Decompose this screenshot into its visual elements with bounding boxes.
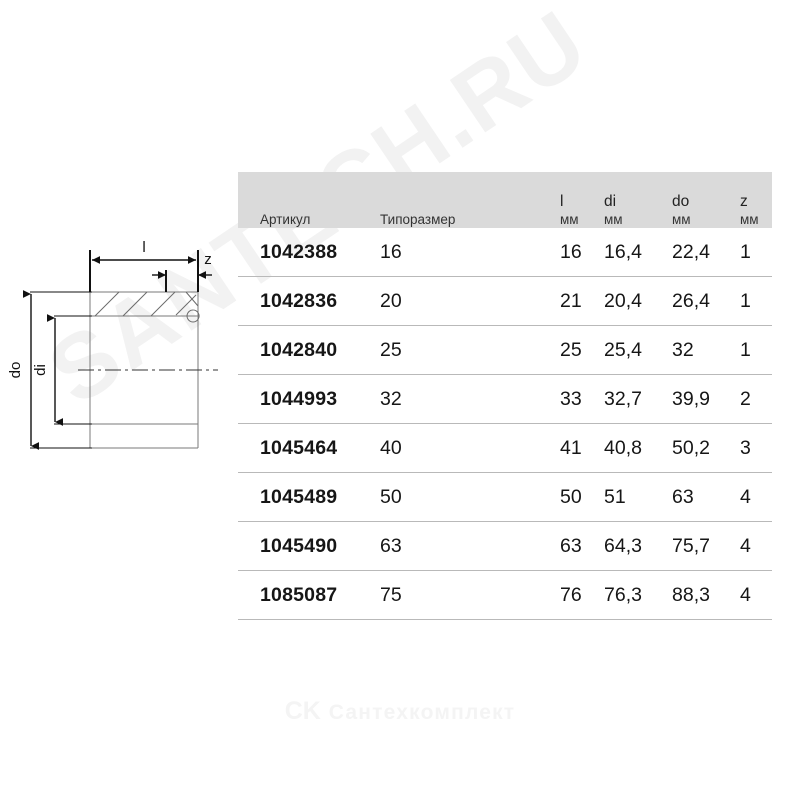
cell-l: 25 [560,325,604,375]
cell-article: 1042836 [238,276,380,326]
dimension-label-di: di [32,364,49,376]
cell-do: 75,7 [672,521,740,571]
column-header-di: di мм [604,172,672,228]
column-symbol-article [260,193,380,212]
column-label-size: Типоразмер [380,212,456,228]
technical-drawing: l z do di [0,188,236,472]
cell-z: 1 [740,276,772,326]
cell-size: 25 [380,325,560,375]
cell-do: 63 [672,472,740,522]
bottom-watermark: CK Сантехкомплект [0,697,800,726]
column-header-article: Артикул [238,172,380,228]
cell-l: 33 [560,374,604,424]
column-header-do: do мм [672,172,740,228]
column-header-l: l мм [560,172,604,228]
cell-article: 1085087 [238,570,380,620]
cell-size: 32 [380,374,560,424]
cell-do: 26,4 [672,276,740,326]
cell-z: 1 [740,228,772,277]
cell-z: 2 [740,374,772,424]
cell-do: 39,9 [672,374,740,424]
column-unit-di: мм [604,212,623,228]
specification-table: Артикул Типоразмер l мм di мм do мм [238,172,772,620]
cell-l: 41 [560,423,604,473]
company-name-text: Сантехкомплект [328,701,516,724]
cell-article: 1042840 [238,325,380,375]
column-symbol-l: l [560,193,564,211]
cell-z: 1 [740,325,772,375]
cell-l: 21 [560,276,604,326]
dimension-label-l: l [142,239,145,256]
cell-do: 22,4 [672,228,740,277]
cell-di: 64,3 [604,521,672,571]
column-symbol-z: z [740,193,748,211]
cell-l: 16 [560,228,604,277]
spec-table-element: Артикул Типоразмер l мм di мм do мм [238,172,772,620]
column-unit-z: мм [740,212,759,228]
cell-z: 4 [740,570,772,620]
cell-size: 16 [380,228,560,277]
cell-size: 63 [380,521,560,571]
cell-di: 16,4 [604,228,672,277]
cell-l: 63 [560,521,604,571]
cell-di: 51 [604,472,672,522]
cell-article: 1045490 [238,521,380,571]
column-label-article: Артикул [260,212,311,228]
cell-di: 40,8 [604,423,672,473]
cell-article: 1045464 [238,423,380,473]
cell-di: 25,4 [604,325,672,375]
cell-l: 76 [560,570,604,620]
cell-size: 75 [380,570,560,620]
table-header-row: Артикул Типоразмер l мм di мм do мм [238,172,772,228]
table-header: Артикул Типоразмер l мм di мм do мм [238,172,772,228]
cell-size: 40 [380,423,560,473]
cell-do: 50,2 [672,423,740,473]
cell-do: 32 [672,325,740,375]
dimension-label-z: z [204,251,212,268]
column-header-z: z мм [740,172,772,228]
cell-l: 50 [560,472,604,522]
company-logo-icon: CK [284,697,321,725]
column-unit-do: мм [672,212,691,228]
cell-di: 32,7 [604,374,672,424]
cell-z: 4 [740,521,772,571]
column-header-size: Типоразмер [380,172,560,228]
cell-article: 1044993 [238,374,380,424]
cell-article: 1045489 [238,472,380,522]
column-symbol-do: do [672,193,690,211]
cell-z: 4 [740,472,772,522]
column-symbol-size [380,193,560,212]
cell-do: 88,3 [672,570,740,620]
cell-article: 1042388 [238,228,380,277]
column-symbol-di: di [604,193,617,211]
dimension-label-do: do [7,362,24,379]
cell-di: 76,3 [604,570,672,620]
cell-di: 20,4 [604,276,672,326]
cell-z: 3 [740,423,772,473]
column-unit-l: мм [560,212,579,228]
cell-size: 50 [380,472,560,522]
cell-size: 20 [380,276,560,326]
